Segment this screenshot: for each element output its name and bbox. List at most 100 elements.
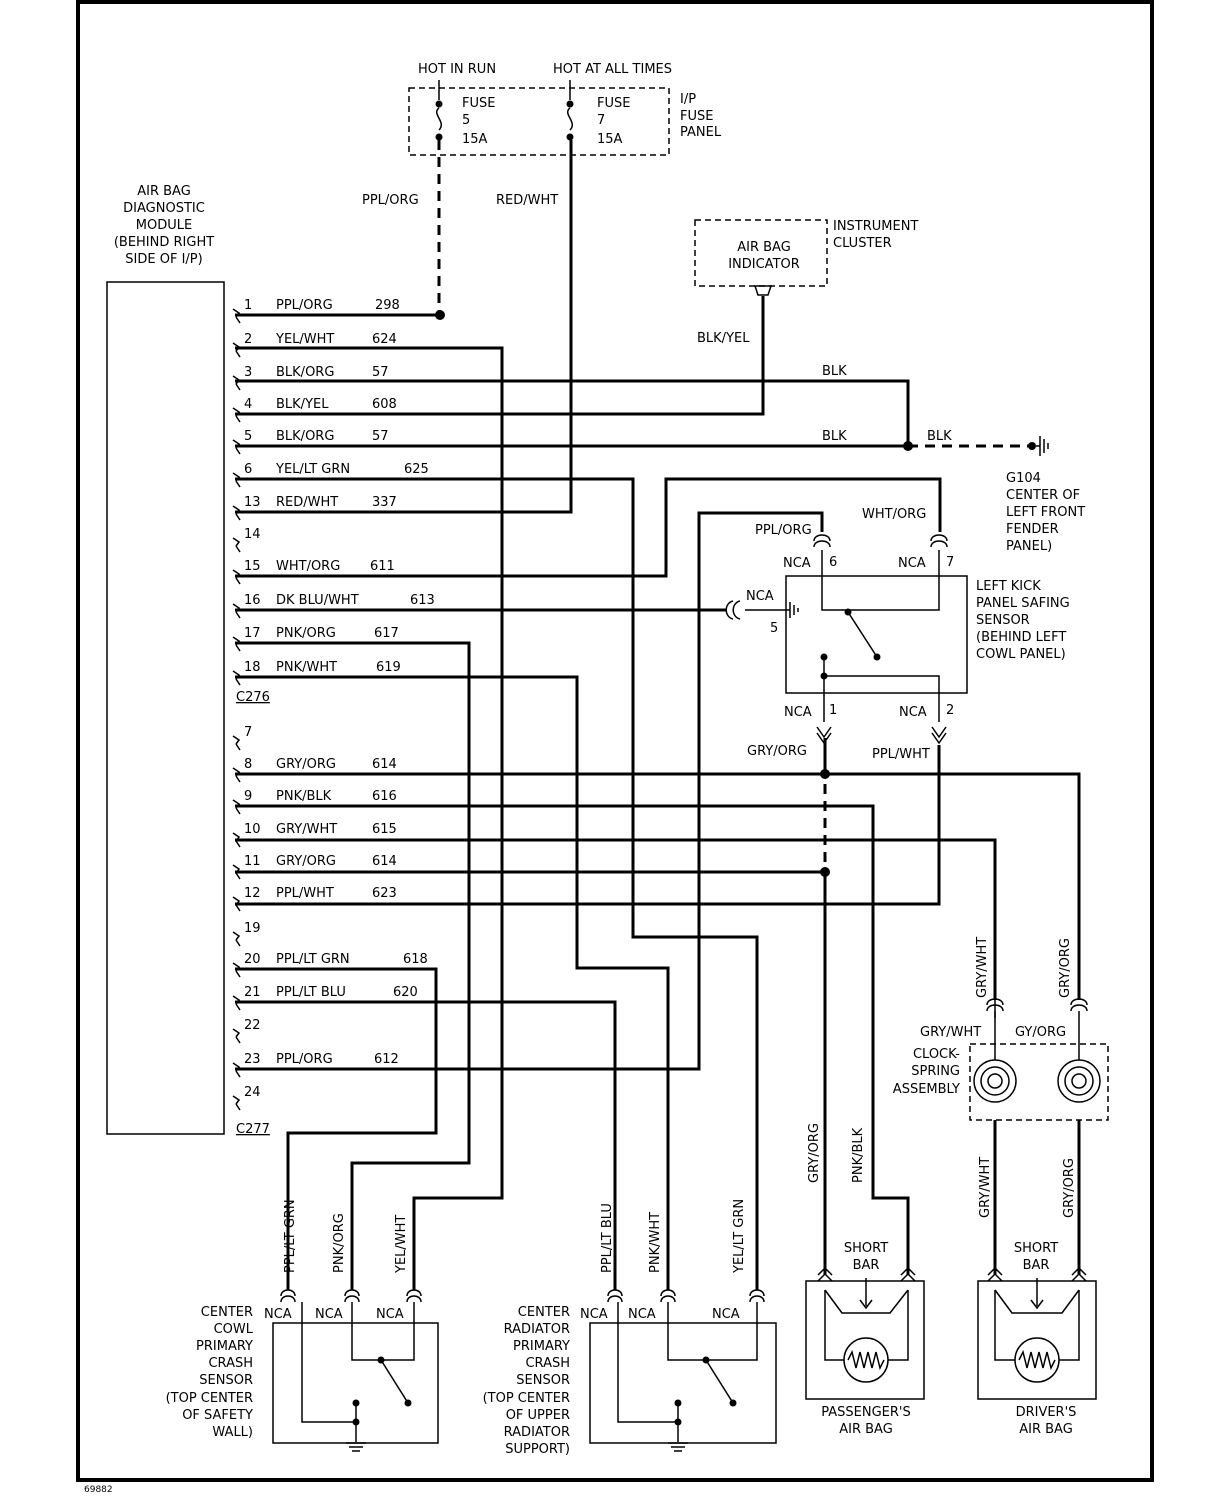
fuse-panel-label-2: FUSE bbox=[680, 109, 713, 124]
radiator-connector-2-icon bbox=[660, 1289, 676, 1303]
wire-gry-org-clockspring bbox=[825, 772, 1081, 1000]
passenger-short-bar-icon bbox=[824, 1289, 909, 1314]
fuse-5-icon bbox=[436, 107, 442, 131]
radiator-connector-1-icon bbox=[607, 1289, 623, 1303]
cowl-crash-sensor: CENTER COWL PRIMARY CRASH SENSOR (TOP CE… bbox=[166, 1289, 439, 1452]
module-pin-wire-color: RED/WHT bbox=[276, 495, 338, 510]
safing-pin2-connector-icon bbox=[931, 726, 947, 745]
safing-label-2: PANEL SAFING bbox=[976, 596, 1070, 611]
module-title-2: DIAGNOSTIC bbox=[123, 201, 205, 216]
module-pin-number: 17 bbox=[244, 626, 261, 641]
module-pin-wire-color: YEL/WHT bbox=[275, 332, 334, 347]
module-pin-wire-color: PPL/ORG bbox=[276, 1052, 333, 1067]
label-pnk-wht-radiator: PNK/WHT bbox=[648, 1212, 663, 1273]
clockspring-assembly: CLOCK- SPRING ASSEMBLY bbox=[893, 998, 1109, 1121]
module-pin-number: 23 bbox=[244, 1052, 261, 1067]
wire-pin12-safing bbox=[235, 745, 941, 906]
cowl-connector-1-icon bbox=[280, 1289, 296, 1303]
hot-in-run-label: HOT IN RUN bbox=[418, 62, 496, 77]
clockspring-label-2: SPRING bbox=[911, 1064, 960, 1079]
module-pin-circuit-number: 615 bbox=[372, 822, 397, 837]
module-pin-number: 21 bbox=[244, 985, 261, 1000]
radiator-nca-1: NCA bbox=[580, 1307, 608, 1322]
safing-nca-pin2: NCA bbox=[899, 705, 927, 720]
safing-switch-arm bbox=[847, 611, 878, 658]
cowl-label-1: CENTER bbox=[201, 1305, 253, 1320]
passenger-airbag-label-2: AIR BAG bbox=[839, 1422, 893, 1437]
cowl-internal-left bbox=[301, 1302, 356, 1423]
wire-pin18-radiator bbox=[235, 675, 670, 1290]
label-wht-org-safing: WHT/ORG bbox=[862, 507, 926, 522]
safing-nca-pin5: NCA bbox=[746, 589, 774, 604]
hot-at-all-times-label: HOT AT ALL TIMES bbox=[553, 62, 672, 77]
module-pin-circuit-number: 614 bbox=[372, 854, 397, 869]
safing-label-1: LEFT KICK bbox=[976, 579, 1041, 594]
driver-airbag-label-1: DRIVER'S bbox=[1016, 1405, 1077, 1420]
module-pin-number: 6 bbox=[244, 462, 252, 477]
module-pin-number: 24 bbox=[244, 1085, 261, 1100]
page-frame bbox=[76, 0, 1154, 1482]
cowl-nca-3: NCA bbox=[376, 1307, 404, 1322]
safing-switch-pivot bbox=[844, 608, 852, 616]
cs-connector-gry-org-icon bbox=[1070, 998, 1088, 1012]
module-pin-terminal-icon bbox=[232, 735, 241, 751]
label-blk-ground: BLK bbox=[927, 429, 952, 444]
label-pnk-blk-passenger: PNK/BLK bbox=[851, 1127, 866, 1183]
ground-terminal bbox=[1028, 442, 1036, 450]
label-blk-mid: BLK bbox=[822, 429, 847, 444]
module-pin-number: 15 bbox=[244, 559, 261, 574]
safing-pin5-connector-icon bbox=[725, 600, 741, 620]
radiator-internal-left bbox=[617, 1302, 678, 1423]
radiator-label-8: RADIATOR bbox=[504, 1425, 570, 1440]
module-pin-circuit-number: 617 bbox=[374, 626, 399, 641]
indicator-label-1: AIR BAG bbox=[737, 240, 791, 255]
module-pin-number: 16 bbox=[244, 593, 261, 608]
module-pin-number: 2 bbox=[244, 332, 252, 347]
module-pin-terminal-icon bbox=[232, 931, 241, 947]
wire-pin2-cowl bbox=[235, 346, 504, 1290]
module-title-5: SIDE OF I/P) bbox=[125, 252, 202, 267]
clockspring-coil-right-icon bbox=[1057, 1059, 1101, 1103]
safing-nca-pin7: NCA bbox=[898, 556, 926, 571]
safing-pin1-number: 1 bbox=[829, 703, 837, 718]
instrument-cluster: AIR BAG INDICATOR INSTRUMENT CLUSTER bbox=[694, 219, 918, 296]
passenger-airbag-box bbox=[805, 1280, 925, 1400]
label-yel-wht-cowl: YEL/WHT bbox=[394, 1215, 409, 1274]
cowl-label-8: WALL) bbox=[212, 1425, 253, 1440]
module-pin-wire-color: YEL/LT GRN bbox=[275, 462, 350, 477]
cowl-label-2: COWL bbox=[214, 1322, 254, 1337]
module-title-1: AIR BAG bbox=[137, 184, 191, 199]
module-pin-number: 18 bbox=[244, 660, 261, 675]
label-gry-wht-clockspring: GRY/WHT bbox=[920, 1025, 981, 1040]
wire-pin13-fuse7 bbox=[235, 140, 573, 514]
passenger-connector-left-icon bbox=[817, 1266, 833, 1282]
module-pin-wire-color: BLK/YEL bbox=[276, 397, 329, 412]
wire-labels: PPL/ORG RED/WHT BLK/YEL BLK BLK BLK PPL/… bbox=[283, 193, 1077, 1274]
clockspring-coil-left-icon bbox=[973, 1059, 1017, 1103]
module-pin-wire-color: GRY/ORG bbox=[276, 757, 336, 772]
module-pin-number: 22 bbox=[244, 1018, 261, 1033]
label-yel-lt-grn-radiator: YEL/LT GRN bbox=[732, 1199, 747, 1274]
module-pin-number: 13 bbox=[244, 495, 261, 510]
ground-label-4: FENDER bbox=[1006, 522, 1059, 537]
module-pin-circuit-number: 57 bbox=[372, 365, 389, 380]
module-pin-wire-color: DK BLU/WHT bbox=[276, 593, 359, 608]
wire-pin6-radiator bbox=[235, 477, 759, 1290]
passenger-connector-right-icon bbox=[900, 1266, 916, 1282]
safing-pin7-number: 7 bbox=[946, 555, 954, 570]
module-pin-number: 8 bbox=[244, 757, 252, 772]
module-pin-circuit-number: 613 bbox=[410, 593, 435, 608]
module-box bbox=[106, 281, 225, 1135]
safing-pin6-number: 6 bbox=[829, 555, 837, 570]
label-gry-wht-driver: GRY/WHT bbox=[978, 1157, 993, 1218]
fuse-5-label-2: 5 bbox=[462, 113, 470, 128]
radiator-label-1: CENTER bbox=[518, 1305, 570, 1320]
safing-label-4: (BEHIND LEFT bbox=[976, 630, 1066, 645]
radiator-switch-contact bbox=[729, 1399, 737, 1407]
clockspring-coil-right-core bbox=[1071, 1073, 1087, 1089]
wire-pin15-safing bbox=[235, 477, 942, 578]
driver-short-bar-2: BAR bbox=[1023, 1258, 1050, 1273]
driver-squib-resistor bbox=[1018, 1349, 1056, 1371]
fuse-panel-label-1: I/P bbox=[680, 92, 696, 107]
fuse-7-icon bbox=[567, 107, 573, 131]
